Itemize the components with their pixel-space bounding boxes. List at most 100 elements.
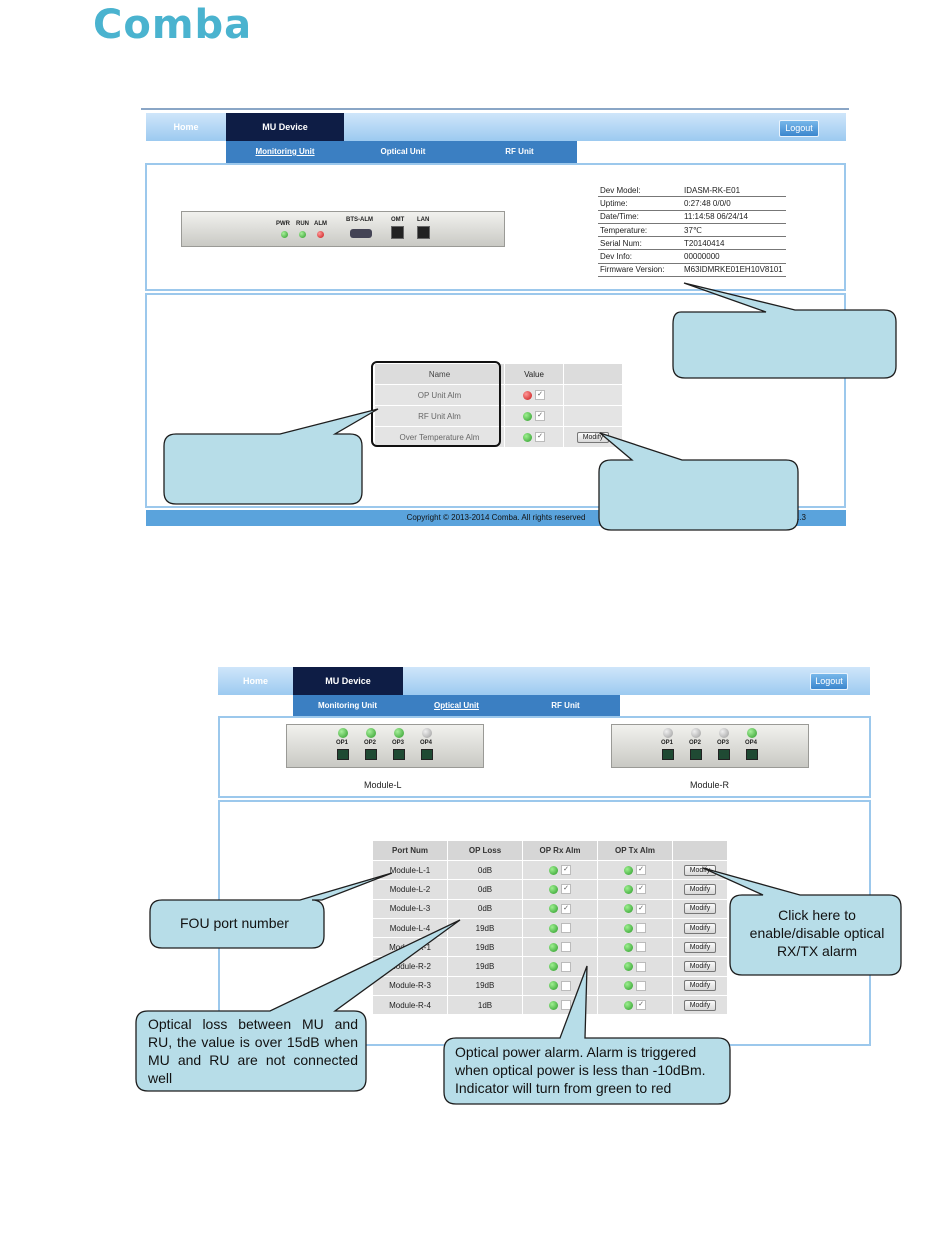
op-port-label: OP4 <box>745 740 758 746</box>
optical-port-icon <box>662 749 674 760</box>
rx-led-icon <box>549 942 558 952</box>
info-row: Dev Info:00000000 <box>598 249 786 264</box>
optical-alarm-panel: Port Num OP Loss OP Rx Alm OP Tx Alm Mod… <box>218 800 871 1046</box>
info-value: M63IDMRKE01EH10V8101 <box>682 263 786 278</box>
info-value: 00000000 <box>682 249 786 264</box>
info-row: Dev Model:IDASM-RK-E01 <box>598 184 786 198</box>
op3-led-icon <box>719 728 729 738</box>
tx-checkbox[interactable]: ✓ <box>636 865 646 876</box>
col-name: Name <box>374 363 505 385</box>
rx-checkbox[interactable] <box>561 942 571 953</box>
op-port-label: OP2 <box>689 740 702 746</box>
table-row: Module-L-3 0dB ✓ ✓ Modify <box>372 898 728 919</box>
optical-port-icon <box>393 749 405 760</box>
alarm-name: Over Temperature Alm <box>374 426 505 448</box>
table-row: Over Temperature Alm ✓ Modify <box>374 426 623 448</box>
rx-led-icon <box>549 962 558 972</box>
module-l-front: OP1 OP2 OP3 OP4 <box>286 724 484 768</box>
alarm-led-icon <box>523 432 532 442</box>
alarm-table: Name Value OP Unit Alm ✓ RF Unit Alm ✓ O… <box>374 363 623 448</box>
sub-nav: Monitoring Unit Optical Unit RF Unit <box>226 141 577 163</box>
modify-button[interactable]: Modify <box>683 864 717 876</box>
op-loss: 0dB <box>447 859 523 881</box>
rx-checkbox[interactable]: ✓ <box>561 884 571 895</box>
tx-checkbox[interactable] <box>636 942 646 953</box>
op4-led-icon <box>422 728 432 738</box>
col-op-rx-alm: OP Rx Alm <box>522 840 598 861</box>
subtab-monitoring-unit[interactable]: Monitoring Unit <box>317 701 378 710</box>
tx-checkbox[interactable] <box>636 923 646 934</box>
optical-port-icon <box>337 749 349 760</box>
callout-modify-button <box>598 432 799 531</box>
callout-click-text: Click here to enable/disable optical RX/… <box>749 907 885 959</box>
callout-fou-text: FOU port number <box>180 915 289 931</box>
modify-button[interactable]: Modify <box>683 903 717 915</box>
info-row: Firmware Version:M63IDMRKE01EH10V8101 <box>598 263 786 278</box>
rx-checkbox[interactable] <box>561 961 571 972</box>
module-l-label: Module-L <box>364 780 402 790</box>
tab-mu-device[interactable]: MU Device <box>226 113 344 141</box>
alarm-action <box>563 405 623 427</box>
name-column-highlight <box>371 361 501 447</box>
rx-checkbox[interactable] <box>561 980 571 991</box>
modify-button[interactable]: Modify <box>683 961 717 973</box>
alarm-checkbox[interactable]: ✓ <box>535 411 545 421</box>
rx-checkbox[interactable]: ✓ <box>561 903 571 914</box>
rx-checkbox[interactable] <box>561 1000 571 1011</box>
tx-checkbox[interactable] <box>636 980 646 991</box>
tab-home[interactable]: Home <box>242 676 268 686</box>
op-port-label: OP2 <box>364 740 377 746</box>
op3-led-icon <box>394 728 404 738</box>
tx-checkbox[interactable]: ✓ <box>636 884 646 895</box>
info-row: Date/Time:11:14:58 06/24/14 <box>598 210 786 224</box>
modify-button[interactable]: Modify <box>683 883 717 895</box>
callout-device-info <box>672 282 897 379</box>
alarm-checkbox[interactable]: ✓ <box>535 390 545 400</box>
device-info-table: Dev Model:IDASM-RK-E01 Uptime:0:27:48 0/… <box>598 184 786 278</box>
op-port-label: OP3 <box>717 740 730 746</box>
alarm-value: ✓ <box>504 384 564 406</box>
modify-button[interactable]: Modify <box>683 980 717 992</box>
rx-led-icon <box>549 923 558 933</box>
info-label: Uptime: <box>598 196 682 211</box>
rx-checkbox[interactable] <box>561 923 571 934</box>
callout-name-column <box>163 408 379 505</box>
alarm-name: OP Unit Alm <box>374 384 505 406</box>
logout-button[interactable]: Logout <box>779 120 819 137</box>
comba-logo: Comba <box>93 2 253 48</box>
op2-led-icon <box>366 728 376 738</box>
subtab-optical-unit[interactable]: Optical Unit <box>380 147 426 156</box>
tab-mu-device[interactable]: MU Device <box>293 667 403 695</box>
tx-led-icon <box>624 923 633 933</box>
rx-led-icon <box>549 884 558 894</box>
modify-button[interactable]: Modify <box>683 922 717 934</box>
sub-nav: Monitoring Unit Optical Unit RF Unit <box>293 695 620 717</box>
tx-checkbox[interactable]: ✓ <box>636 903 646 914</box>
callout-loss <box>135 919 461 1092</box>
version-text: 1.3 <box>794 513 806 522</box>
modify-button[interactable]: Modify <box>683 941 717 953</box>
top-nav: Home MU Device Logout <box>146 113 846 141</box>
logout-button[interactable]: Logout <box>810 673 848 690</box>
tx-led-icon <box>624 1000 633 1010</box>
rx-checkbox[interactable]: ✓ <box>561 865 571 876</box>
subtab-monitoring-unit[interactable]: Monitoring Unit <box>255 147 315 156</box>
table-row: Module-L-4 19dB Modify <box>372 917 728 939</box>
tx-checkbox[interactable]: ✓ <box>636 1000 646 1011</box>
subtab-optical-unit[interactable]: Optical Unit <box>434 701 479 710</box>
subtab-rf-unit[interactable]: RF Unit <box>505 147 534 156</box>
op-port-label: OP1 <box>336 740 349 746</box>
subtab-rf-unit[interactable]: RF Unit <box>551 701 580 710</box>
modify-button[interactable]: Modify <box>683 999 717 1011</box>
tab-home[interactable]: Home <box>173 122 199 132</box>
info-label: Date/Time: <box>598 210 682 224</box>
tx-checkbox[interactable] <box>636 961 646 972</box>
omt-port-icon <box>391 226 404 239</box>
alarm-checkbox[interactable]: ✓ <box>535 432 545 442</box>
op-loss: 1dB <box>447 995 523 1016</box>
port-num: Module-L-2 <box>372 879 448 900</box>
optical-port-icon <box>421 749 433 760</box>
col-op-loss: OP Loss <box>447 840 523 861</box>
op1-led-icon <box>338 728 348 738</box>
